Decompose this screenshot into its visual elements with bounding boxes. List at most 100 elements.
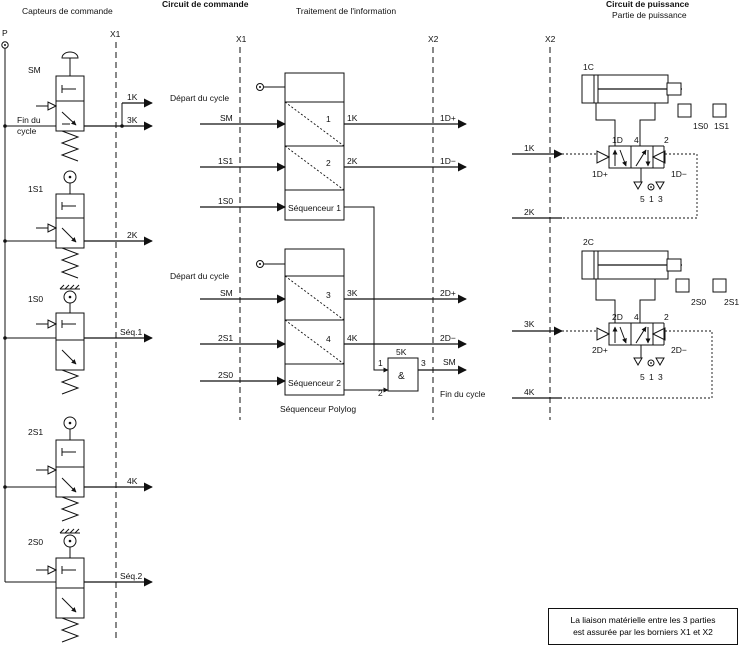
polylog-label: Séquenceur Polylog [280, 404, 356, 414]
seq1-out-2k: 2K [347, 156, 358, 166]
seq2-label: Séquenceur 2 [288, 378, 341, 388]
seq1-label: Séquenceur 1 [288, 203, 341, 213]
bornier-x2-mid: X2 [428, 34, 439, 44]
limit-1s1-box [712, 103, 727, 118]
valve1-1d: 1D [612, 135, 623, 145]
limit-2s0-label: 2S0 [691, 297, 706, 307]
seq2-in-2s1: 2S1 [218, 333, 233, 343]
note-line-2: est assurée par les borniers X1 et X2 [573, 627, 713, 637]
bornier-x2-right: X2 [545, 34, 556, 44]
limit-1s0-box [677, 103, 692, 118]
header-partie-puissance: Partie de puissance [612, 10, 687, 20]
valve1-port4: 4 [634, 135, 639, 145]
valve1-1dminus: 1D− [671, 169, 687, 179]
seq2-step-3: 3 [326, 290, 331, 300]
source-label: P [2, 28, 8, 38]
valve1-1dplus: 1D+ [592, 169, 608, 179]
cyl2-label: 2C [583, 237, 594, 247]
sequencer-2: Départ du cycle 3 4 Séquenceur 2 SM 2S1 … [170, 248, 467, 396]
valve2-port2: 2 [664, 312, 669, 322]
sensor-fin-cycle-label-1: Fin du [17, 115, 41, 125]
cyl1-label: 1C [583, 62, 594, 72]
power-in-1k: 1K [524, 143, 535, 153]
seq2-out-2dplus: 2D+ [440, 288, 456, 298]
signal-2k-left: 2K [127, 230, 138, 240]
limit-2s1-box [712, 278, 727, 293]
seq1-in-1s0: 1S0 [218, 196, 233, 206]
seq2-out-3k: 3K [347, 288, 358, 298]
seq1-out-1dplus: 1D+ [440, 113, 456, 123]
valve2-port5: 5 [640, 372, 645, 382]
and-out-3: 3 [421, 358, 426, 368]
sensor-2s0-label: 2S0 [28, 537, 43, 547]
and-5k-label: 5K [396, 347, 407, 357]
valve-2s0: 2S0 [28, 528, 85, 643]
and-gate: & 5K 1 2 3 SM Fin du cycle [378, 347, 486, 399]
valve2-2dplus: 2D+ [592, 345, 608, 355]
sensor-fin-cycle-label-2: cycle [17, 126, 37, 136]
cylinder-1c: 1C [581, 62, 682, 146]
header-traitement: Traitement de l'information [296, 6, 396, 16]
power-in-4k: 4K [524, 387, 535, 397]
seq1-step-2: 2 [326, 158, 331, 168]
and-symbol: & [398, 371, 405, 382]
seq2-in-sm: SM [220, 288, 233, 298]
valve1-port3: 3 [658, 194, 663, 204]
seq1-in-sm: SM [220, 113, 233, 123]
signal-4k-left: 4K [127, 476, 138, 486]
seq1-start-label: Départ du cycle [170, 93, 229, 103]
valve-1s0: 1S0 [28, 284, 85, 395]
bornier-x1-mid: X1 [236, 34, 247, 44]
valve2-port3: 3 [658, 372, 663, 382]
valve1-port2: 2 [664, 135, 669, 145]
signal-1k-left: 1K [127, 92, 138, 102]
fin-cycle-label: Fin du cycle [440, 389, 486, 399]
signal-seq1: Séq.1 [120, 327, 142, 337]
seq2-in-2s0: 2S0 [218, 370, 233, 380]
seq1-out-1k: 1K [347, 113, 358, 123]
valve-1s1: 1S1 [28, 170, 85, 279]
valve2-port1: 1 [649, 372, 654, 382]
limit-1s1-label: 1S1 [714, 121, 729, 131]
power-in-2k: 2K [524, 207, 535, 217]
limit-1s0-label: 1S0 [693, 121, 708, 131]
valve1-port5: 5 [640, 194, 645, 204]
seq1-in-1s1: 1S1 [218, 156, 233, 166]
seq1-step-1: 1 [326, 114, 331, 124]
sensor-sm-label: SM [28, 65, 41, 75]
sensor-2s1-label: 2S1 [28, 427, 43, 437]
valve-2d: 2D 4 2 2D+ 2D− 5 1 3 [592, 312, 687, 382]
valve2-port4: 4 [634, 312, 639, 322]
bornier-x1-left: X1 [110, 29, 121, 39]
header-circuit-commande: Circuit de commande [162, 0, 249, 9]
note-box: La liaison matérielle entre les 3 partie… [548, 608, 738, 645]
valve2-2d: 2D [612, 312, 623, 322]
valve2-2dminus: 2D− [671, 345, 687, 355]
seq2-start-label: Départ du cycle [170, 271, 229, 281]
seq2-out-2dminus: 2D− [440, 333, 456, 343]
header-capteurs: Capteurs de commande [22, 6, 113, 16]
note-line-1: La liaison matérielle entre les 3 partie… [570, 615, 716, 625]
power-in-3k: 3K [524, 319, 535, 329]
signal-3k-left: 3K [127, 115, 138, 125]
valve-2s1: 2S1 [28, 416, 85, 522]
sensor-1s1-label: 1S1 [28, 184, 43, 194]
valve-sm: SM Fin du cycle [17, 51, 85, 162]
seq2-step-4: 4 [326, 334, 331, 344]
sensor-1s0-label: 1S0 [28, 294, 43, 304]
seq1-out-1dminus: 1D− [440, 156, 456, 166]
sequencer-1: Départ du cycle 1 2 Séquenceur 1 SM 1S1 … [170, 72, 467, 373]
seq2-out-4k: 4K [347, 333, 358, 343]
signal-seq2: Séq.2 [120, 571, 142, 581]
limit-2s0-box [675, 278, 690, 293]
valve1-port1: 1 [649, 194, 654, 204]
limit-2s1-label: 2S1 [724, 297, 739, 307]
and-out-sm: SM [443, 357, 456, 367]
and-in-1: 1 [378, 358, 383, 368]
and-in-2: 2 [378, 388, 383, 398]
cylinder-2c: 2C [581, 237, 682, 323]
valve-1d: 1D 4 2 1D+ 1D− 5 1 3 [592, 135, 687, 204]
header-circuit-puissance: Circuit de puissance [606, 0, 689, 9]
